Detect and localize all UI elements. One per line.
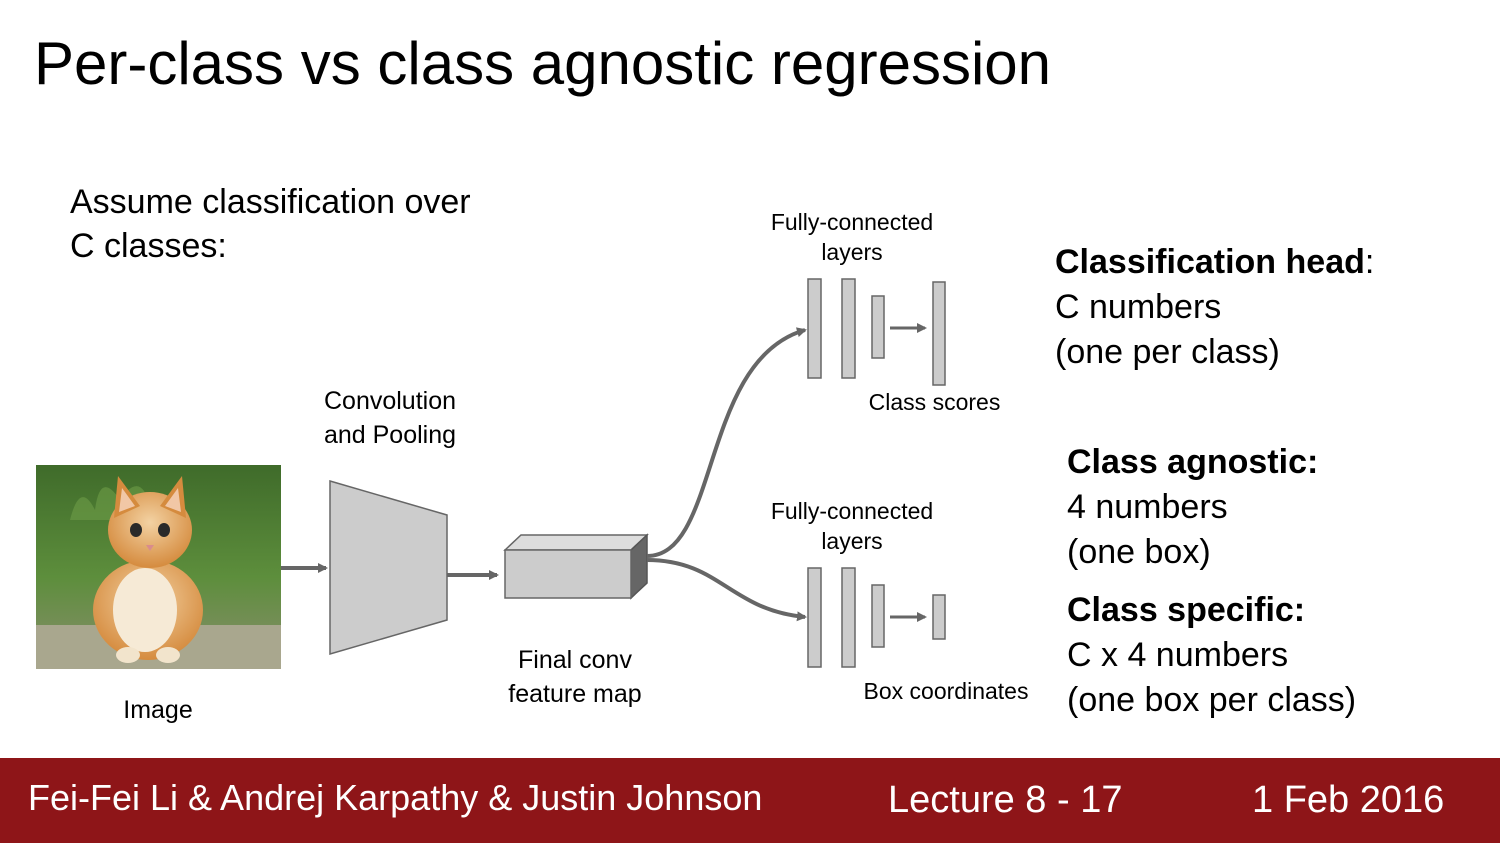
classification-head-line2: (one per class) — [1055, 333, 1280, 371]
arrow-to-regression-head — [646, 558, 807, 622]
class-specific-title: Class specific: — [1067, 591, 1306, 629]
box-coordinates-label: Box coordinates — [863, 678, 1029, 704]
assumption-text: Assume classification over C classes: — [70, 183, 471, 265]
fc-label-line2: layers — [821, 528, 883, 554]
feature-map-block — [503, 533, 649, 600]
classification-head-title: Classification head — [1055, 243, 1365, 281]
fc-label-line1: Fully-connected — [770, 498, 934, 524]
footer-authors: Fei-Fei Li & Andrej Karpathy & Justin Jo… — [28, 777, 763, 818]
class-agnostic-title: Class agnostic: — [1067, 443, 1319, 481]
classification-head-line1: C numbers — [1055, 288, 1222, 326]
image-label: Image — [123, 696, 193, 724]
class-specific-text: Class specific: C x 4 numbers (one box p… — [1067, 588, 1356, 723]
conv-label-line2: and Pooling — [323, 421, 457, 449]
feature-map-label-line2: feature map — [508, 680, 642, 708]
class-agnostic-text: Class agnostic: 4 numbers (one box) — [1067, 440, 1318, 575]
classification-head-text: Classification head: C numbers (one per … — [1055, 240, 1374, 375]
footer-date: 1 Feb 2016 — [1252, 779, 1445, 821]
fc-label-line1: Fully-connected — [770, 209, 934, 235]
footer-lecture-number: Lecture 8 - 17 — [888, 779, 1123, 821]
class-scores-label: Class scores — [868, 389, 1001, 415]
fc-layers-regression — [807, 567, 946, 668]
class-specific-line1: C x 4 numbers — [1067, 636, 1289, 674]
class-agnostic-line2: (one box) — [1067, 533, 1211, 571]
fc-label-line2: layers — [821, 239, 883, 265]
class-agnostic-line1: 4 numbers — [1067, 488, 1228, 526]
kitten-photo-icon — [36, 465, 281, 669]
conv-pooling-label: Convolution and Pooling — [300, 384, 480, 452]
feature-map-label-line1: Final conv — [518, 646, 632, 674]
class-specific-line2: (one box per class) — [1067, 681, 1357, 719]
slide-title: Per-class vs class agnostic regression — [34, 30, 1052, 97]
fc-label-regression: Fully-connected layers — [752, 496, 952, 556]
conv-pooling-block — [329, 480, 448, 655]
fc-label-classification: Fully-connected layers — [752, 207, 952, 267]
classification-head-colon: : — [1364, 243, 1375, 281]
slide-footer: Fei-Fei Li & Andrej Karpathy & Justin Jo… — [0, 758, 1500, 843]
fc-layers-classification — [807, 278, 946, 386]
conv-label-line1: Convolution — [323, 387, 457, 415]
feature-map-label: Final conv feature map — [470, 643, 680, 711]
arrow-to-classification-head — [646, 327, 807, 558]
